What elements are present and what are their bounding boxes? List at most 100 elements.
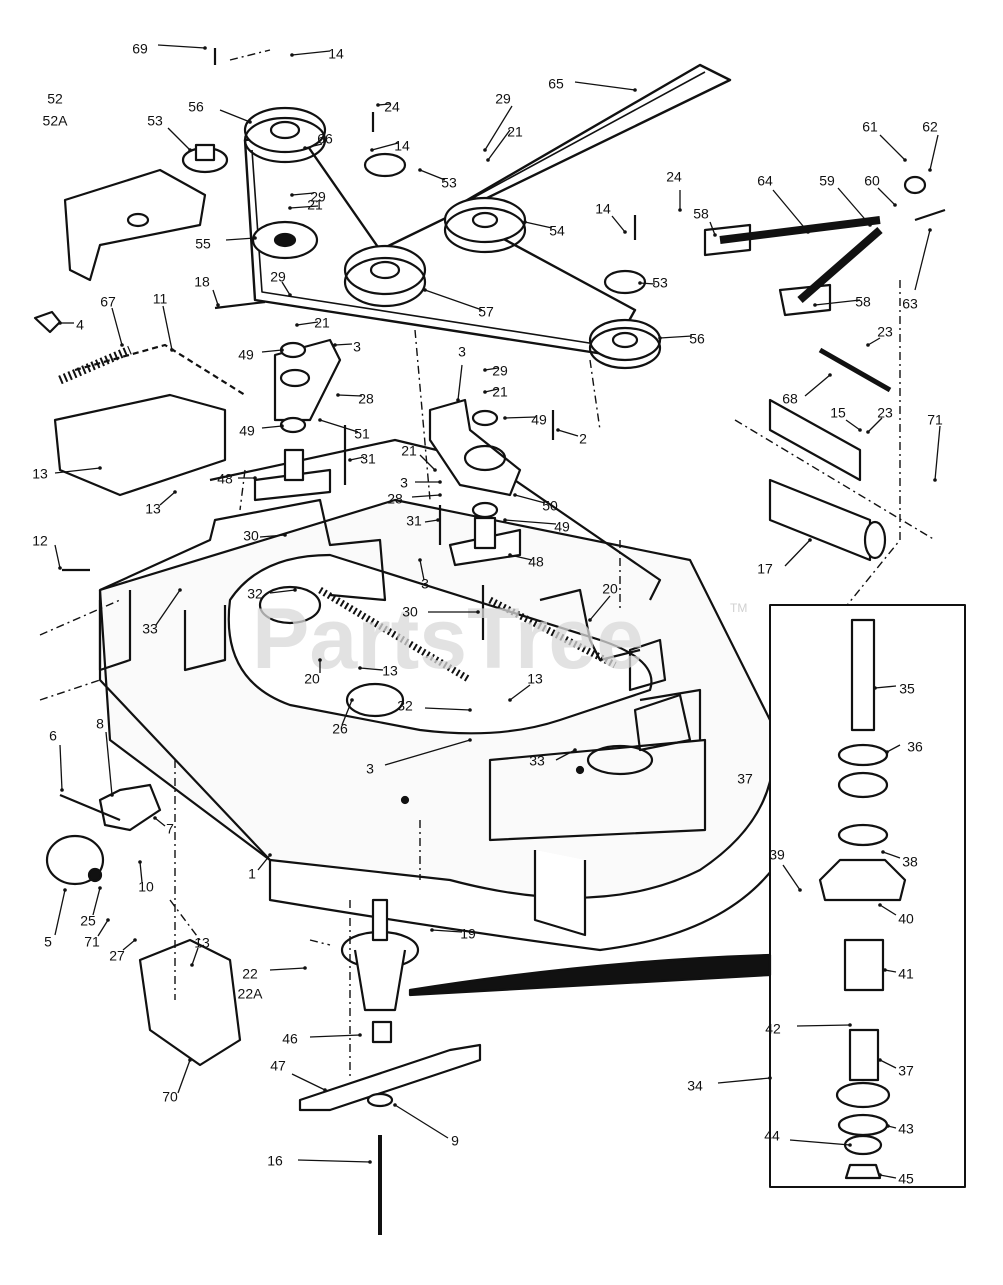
leader-arrowhead [503, 518, 507, 522]
leader-line [54, 889, 66, 936]
leader-line [394, 1104, 449, 1139]
leader-line [97, 919, 109, 937]
part-label: 13 [32, 466, 48, 482]
leader-line [796, 1024, 851, 1027]
leader-line [309, 1034, 361, 1038]
part-label: 29 [492, 363, 508, 379]
leader-arrowhead [188, 1058, 192, 1062]
leader-line [877, 187, 896, 206]
leader-line [337, 394, 363, 397]
leader-line [297, 1159, 371, 1163]
part-label: 44 [764, 1128, 780, 1144]
leader-arrowhead [623, 230, 627, 234]
part-label: 67 [100, 294, 116, 310]
leader-arrowhead [430, 928, 434, 932]
leader-arrowhead [418, 168, 422, 172]
part-label: 59 [819, 173, 835, 189]
bolt-63 [914, 208, 946, 222]
leader-line [261, 349, 283, 353]
leader-line [419, 559, 425, 581]
leader-arrowhead [476, 610, 480, 614]
joint-62 [903, 175, 927, 195]
leader-arrowhead [60, 788, 64, 792]
leader-line [845, 419, 861, 431]
leader-line [177, 1059, 191, 1094]
leader-line [122, 939, 136, 951]
leader-arrowhead [303, 146, 307, 150]
part-label: 23 [877, 405, 893, 421]
axle-6 [59, 793, 121, 822]
leader-arrowhead [438, 493, 442, 497]
leader-line [879, 1174, 897, 1179]
part-label: 12 [32, 533, 48, 549]
leader-arrowhead [808, 538, 812, 542]
leader-line [837, 187, 871, 226]
leader-arrowhead [486, 158, 490, 162]
wheel-bracket-7 [98, 783, 162, 832]
leader-line [291, 1073, 326, 1091]
leader-arrowhead [253, 236, 257, 240]
leader-arrowhead [886, 1124, 890, 1128]
part-label: 16 [267, 1153, 283, 1169]
leader-arrowhead [678, 208, 682, 212]
leader-line [782, 864, 801, 891]
part-label: 58 [693, 206, 709, 222]
part-label: 52 [47, 91, 63, 107]
leader-arrowhead [588, 618, 592, 622]
leader-line [709, 221, 716, 236]
detail-pointer [408, 953, 772, 997]
shield-11 [53, 393, 227, 497]
leader-line [886, 744, 901, 753]
leader-line [167, 127, 191, 151]
part-label: 20 [602, 581, 618, 597]
leader-arrowhead [216, 303, 220, 307]
spring-right [488, 596, 617, 669]
part-label: 60 [864, 173, 880, 189]
leader-arrowhead [508, 698, 512, 702]
leader-line [105, 731, 113, 796]
leader-line [159, 491, 176, 506]
part-label: 58 [855, 294, 871, 310]
leader-line [269, 967, 306, 971]
part-label: 55 [195, 236, 211, 252]
leader-arrowhead [893, 203, 897, 207]
leader-line [162, 305, 173, 351]
leader-arrowhead [293, 588, 297, 592]
leader-line [259, 534, 286, 538]
leader-line [359, 667, 384, 671]
part-label: 63 [902, 296, 918, 312]
part-label: 21 [507, 124, 523, 140]
part-label: 37 [898, 1063, 914, 1079]
leader-arrowhead [63, 888, 67, 892]
part-label: 54 [549, 223, 565, 239]
leader-arrowhead [280, 348, 284, 352]
leader-arrowhead [858, 428, 862, 432]
leader-arrowhead [658, 336, 662, 340]
leader-arrowhead [283, 533, 287, 537]
leader-line [867, 417, 883, 433]
left-bracket-foot [183, 605, 227, 672]
leader-arrowhead [323, 1088, 327, 1092]
part-label: 10 [138, 879, 154, 895]
leader-line [419, 169, 446, 181]
pulley-57 [343, 244, 427, 308]
leader-arrowhead [58, 321, 62, 325]
leader-line [879, 1059, 897, 1069]
leader-line [424, 707, 471, 711]
part-label: 71 [927, 412, 943, 428]
part-label: 51 [354, 426, 370, 442]
leader-arrowhead [190, 963, 194, 967]
leader-arrowhead [290, 53, 294, 57]
part-label: 22A [238, 986, 264, 1002]
leader-arrowhead [503, 416, 507, 420]
leader-arrowhead [303, 966, 307, 970]
leader-line [504, 416, 537, 419]
leader-line [139, 861, 143, 883]
part-label: 11 [153, 291, 168, 307]
part-label: 13 [382, 663, 398, 679]
leader-arrowhead [436, 518, 440, 522]
leader-line [457, 364, 463, 401]
part-label: 3 [400, 475, 408, 491]
part-label: 47 [270, 1058, 286, 1074]
